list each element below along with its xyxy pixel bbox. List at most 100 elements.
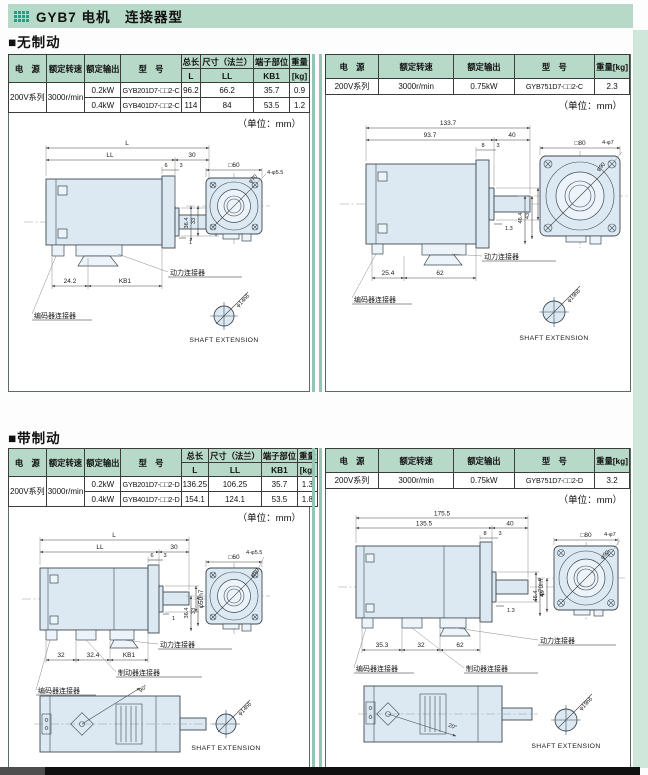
dim-LL: LL [96, 544, 104, 551]
motor-side-view [24, 175, 220, 267]
cell: GYB751D7-□□2-D [513, 472, 596, 489]
col-KB1: KB1 [252, 68, 291, 83]
panel-divider [312, 448, 315, 768]
unit-note: （单位：mm） [237, 513, 301, 524]
motor-flange-view: □60 4-φ5.5 φ70 36.4 33 [184, 550, 270, 634]
shaft-extension-label: SHAFT EXTENSION [189, 337, 258, 344]
dim-total: 133.7 [440, 120, 457, 127]
motor-top-view: 90° [34, 684, 212, 753]
col-output: 额定输出 [453, 54, 515, 79]
dim-6: 6 [150, 553, 153, 559]
dim-body: 135.5 [416, 521, 433, 528]
label-power-connector: 动力连接器 [484, 252, 519, 261]
dim-bolt-holes: 4-φ5.5 [267, 170, 283, 176]
dim-LL: LL [106, 152, 114, 159]
panel-no-brake-small: 电 源 额定转速 额定输出 型 号 总长 尺寸（法兰） 端子部位 重量 L LL… [8, 54, 310, 392]
shaft-extension-view: φ19h6 SHAFT EXTENSION [519, 285, 588, 342]
dim-8: 8 [481, 143, 484, 149]
cell: 96.2 [180, 82, 202, 98]
page-footer-bar [45, 767, 640, 775]
cell: 200V系列 [8, 82, 47, 113]
unit-note: （单位：mm） [558, 101, 622, 112]
dim-body: 93.7 [424, 132, 437, 139]
dim-v1: 36.4 [184, 608, 190, 619]
panel-divider [319, 54, 322, 392]
col-total-length: 总长 [180, 448, 210, 463]
dim-spigot-dia: φ70h7 [538, 577, 545, 596]
col-KB1: KB1 [260, 462, 299, 477]
header-row: 电 源 额定转速 额定输出 型 号 重量[kg] [325, 54, 630, 79]
panel-divider [312, 54, 315, 392]
col-kg: [kg] [289, 68, 310, 83]
panel-brake-small: 电 源 额定转速 额定输出 型 号 总长 尺寸（法兰） 端子部位 重量 L LL… [8, 448, 318, 768]
dim-shaft-dia: φ14h6 [237, 701, 253, 717]
motor-top-view: 20° [358, 685, 538, 743]
cell: GYB201D7-□□2-D [120, 476, 182, 492]
dim-62: 62 [456, 642, 464, 649]
cell: 0.4kW [84, 491, 122, 507]
col-speed: 额定转速 [377, 448, 455, 473]
dim-40: 40 [508, 132, 516, 139]
dim-KB1: KB1 [119, 278, 132, 285]
cell: 84 [200, 97, 254, 113]
col-speed: 额定转速 [45, 448, 86, 477]
cell: 2.3 [594, 78, 630, 95]
col-power: 电 源 [325, 448, 379, 473]
cell: 136.25 [180, 476, 210, 492]
col-output: 额定输出 [84, 54, 122, 83]
cell: 3000r/min [377, 472, 455, 489]
label-power-connector: 动力连接器 [170, 268, 205, 277]
cell: GYB401D7-□□2-D [120, 491, 182, 507]
label-brake-connector: 制动器连接器 [466, 664, 508, 673]
dim-25-4: 25.4 [382, 270, 395, 277]
spec-table-brake-small: 电 源 额定转速 额定输出 型 号 总长 尺寸（法兰） 端子部位 重量 L LL… [8, 448, 318, 507]
dim-bolt-circle: φ70 [248, 174, 259, 185]
cell: 0.4kW [84, 97, 122, 113]
dim-v2: 33 [191, 608, 197, 614]
col-output: 额定输出 [453, 448, 515, 473]
label-power-connector: 动力连接器 [160, 640, 195, 649]
dim-3: 3 [496, 143, 499, 149]
dim-30: 30 [188, 152, 196, 159]
dim-1-3: 1.3 [505, 226, 513, 232]
table-row: 0.4kW GYB401D7-□□2-D 154.1 124.1 53.5 1.… [9, 491, 318, 507]
dim-1: 1 [172, 616, 175, 622]
dim-3: 3 [179, 163, 182, 169]
cell: 3000r/min [45, 476, 86, 507]
dim-bolt-circle: φ70 [250, 568, 261, 579]
dim-bolt-holes: 4-φ7 [604, 532, 616, 538]
dim-v1: 46.4 [533, 591, 539, 602]
dim-v1: 46.4 [518, 213, 524, 224]
col-weight: 重量 [289, 54, 310, 69]
col-power: 电 源 [8, 448, 47, 477]
dim-angle: 90° [138, 684, 148, 694]
col-speed: 额定转速 [45, 54, 86, 83]
col-speed: 额定转速 [377, 54, 455, 79]
col-model: 型 号 [513, 54, 596, 79]
panel-brake-large: 电 源 额定转速 额定输出 型 号 重量[kg] 200V系列 3000r/mi… [325, 448, 631, 768]
shaft-extension-label: SHAFT EXTENSION [519, 335, 588, 342]
drawing-no-brake-large: 133.7 93.7 40 8 3 φ70h7 1.3 25.4 62 动力连接… [340, 120, 628, 342]
header-row: 电 源 额定转速 额定输出 型 号 重量[kg] [325, 448, 630, 473]
cell: GYB751D7-□□2-C [513, 78, 596, 95]
right-margin-band [633, 30, 648, 768]
cell: 0.9 [289, 82, 310, 98]
cell: 0.2kW [84, 82, 122, 98]
drawing-no-brake-small: L LL 30 6 3 φ50h7 1 24.2 KB1 动力连接器 编码器连接… [24, 140, 283, 344]
header-row: 电 源 额定转速 额定输出 型 号 总长 尺寸（法兰） 端子部位 重量 [8, 448, 318, 477]
dim-KB1: KB1 [123, 652, 136, 659]
dim-v2: 33 [191, 218, 197, 224]
cell: 154.1 [180, 491, 210, 507]
spec-table-no-brake-large: 电 源 额定转速 额定输出 型 号 重量[kg] 200V系列 3000r/mi… [325, 54, 630, 95]
dim-6: 6 [164, 163, 167, 169]
panel-divider [319, 448, 322, 768]
unit-note: （单位：mm） [558, 495, 622, 506]
spec-table-no-brake-small: 电 源 额定转速 额定输出 型 号 总长 尺寸（法兰） 端子部位 重量 L LL… [8, 54, 310, 113]
dim-32: 32 [417, 642, 425, 649]
dim-1-3: 1.3 [507, 608, 515, 614]
col-flange: 尺寸（法兰） [200, 54, 254, 69]
dim-bolt-circle: φ90 [600, 550, 611, 561]
dim-24-2: 24.2 [64, 278, 77, 285]
shaft-extension-label: SHAFT EXTENSION [531, 743, 600, 750]
